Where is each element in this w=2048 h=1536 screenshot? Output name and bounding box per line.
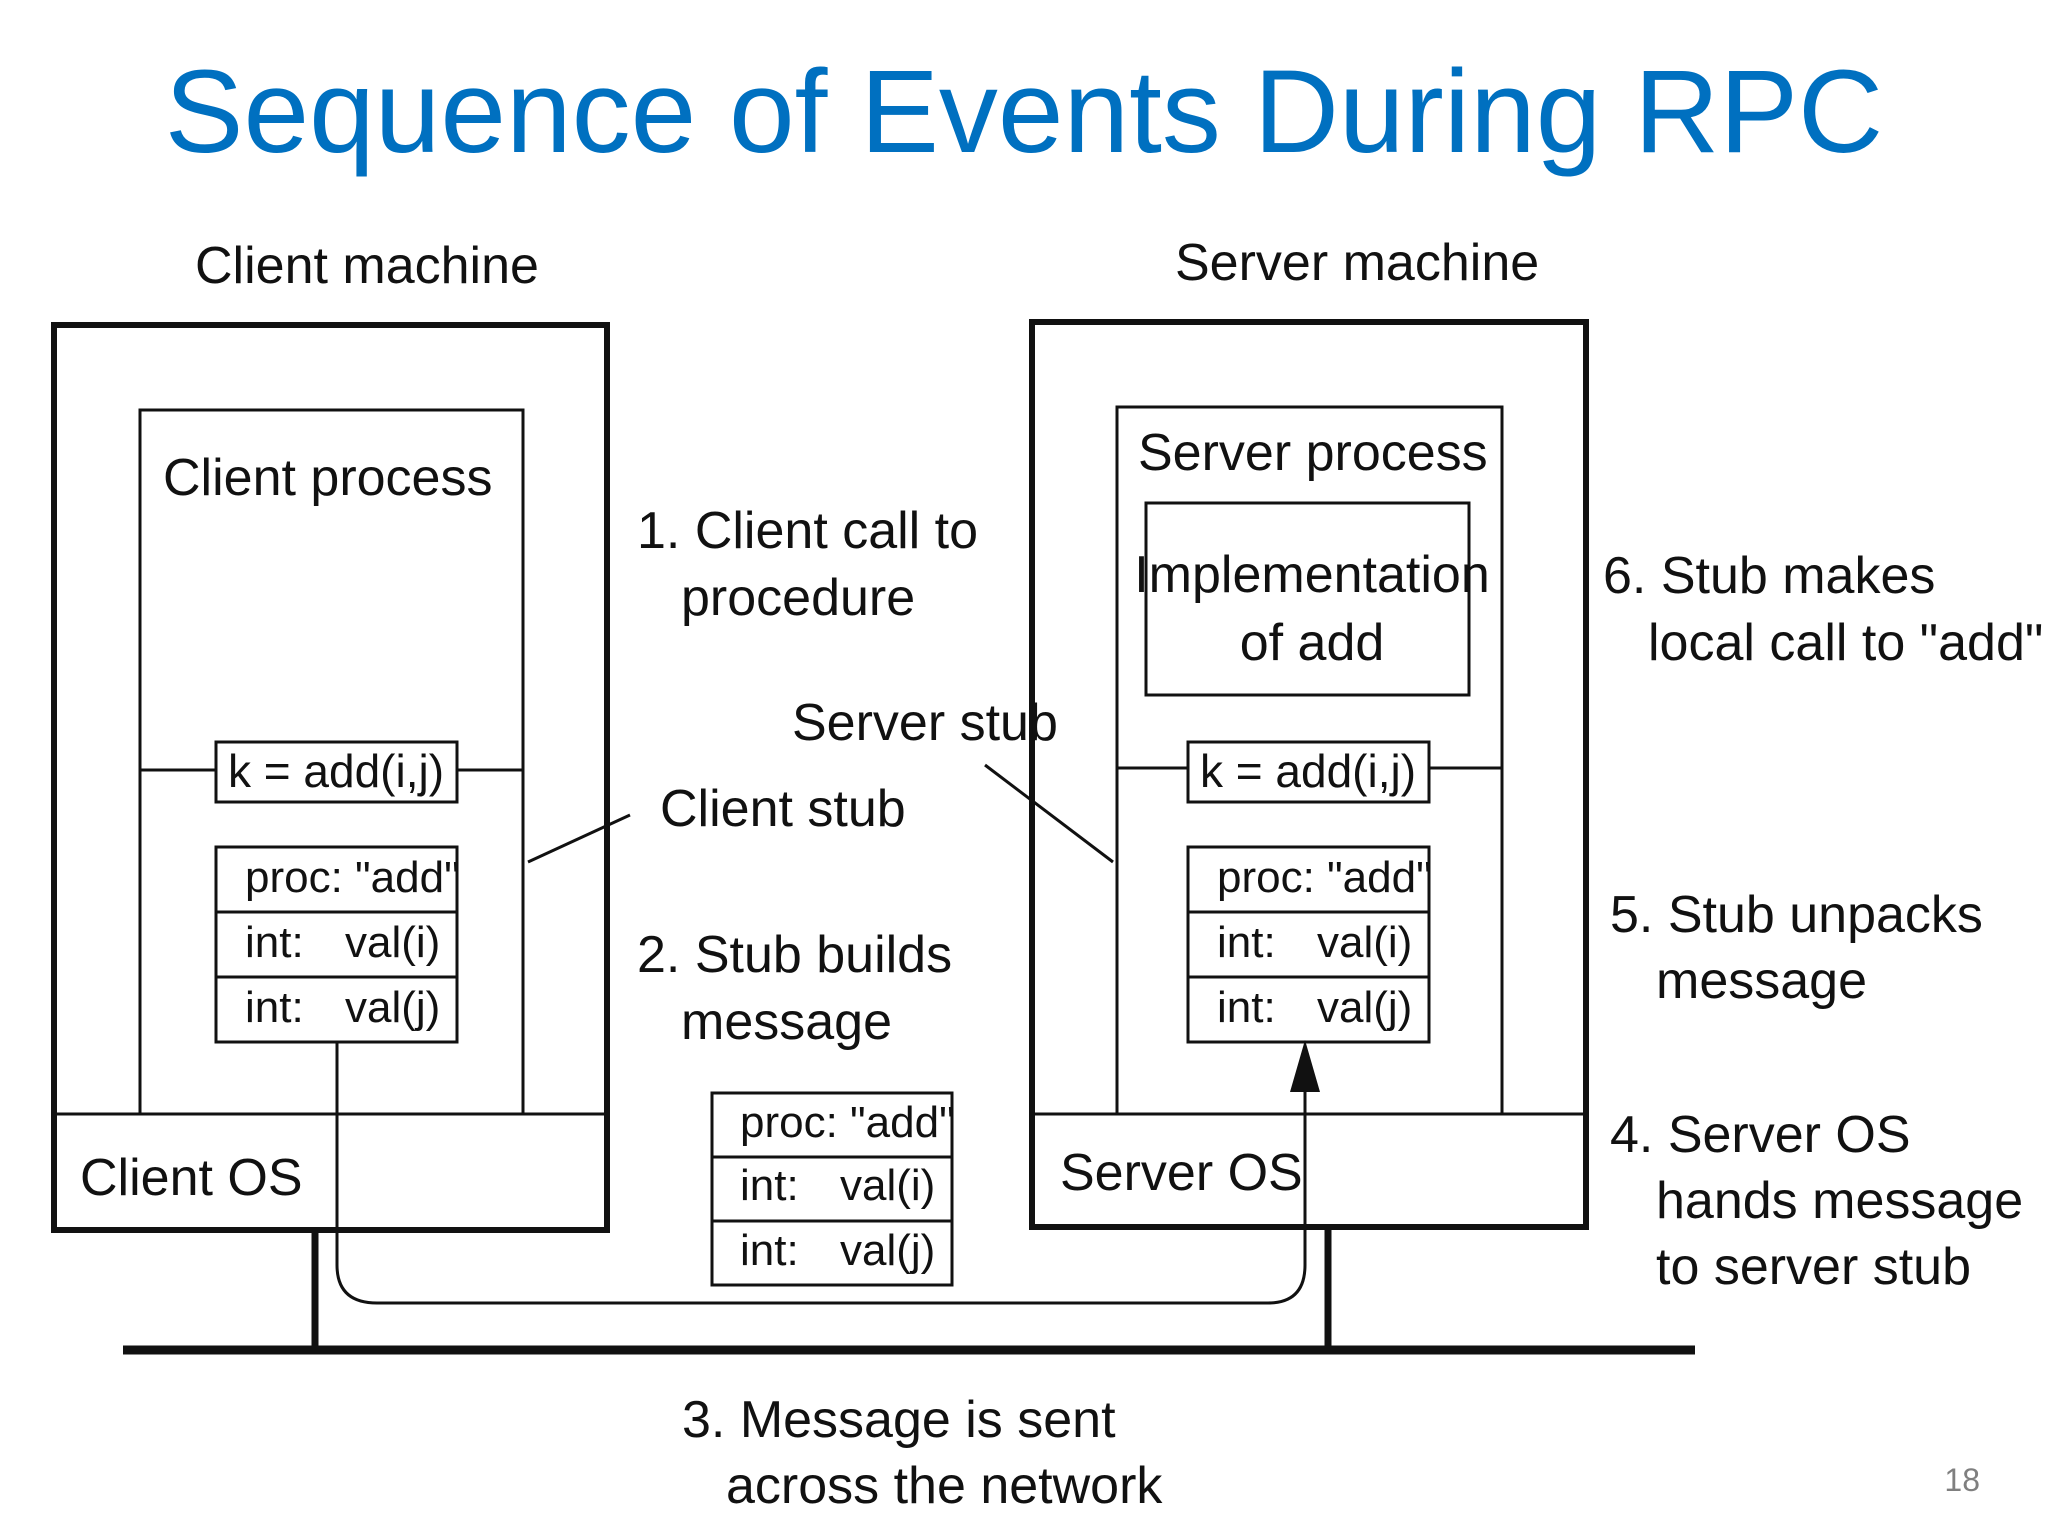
step5-line1: 5. Stub unpacks — [1610, 886, 1983, 944]
server-msg-val2: val(j) — [1317, 983, 1412, 1032]
step2-line2: message — [681, 993, 892, 1051]
server-msg-int2: int: — [1217, 983, 1276, 1032]
net-msg-proc: proc: "add" — [740, 1098, 955, 1147]
client-msg-proc: proc: "add" — [245, 853, 460, 902]
message-path — [335, 1042, 1307, 1305]
step1-line1: 1. Client call to — [637, 502, 978, 560]
net-msg-int2: int: — [740, 1226, 799, 1275]
server-call-text: k = add(i,j) — [1200, 745, 1416, 797]
client-msg-int1: int: — [245, 918, 304, 967]
net-msg-int1: int: — [740, 1161, 799, 1210]
step4-line2: hands message — [1656, 1172, 2023, 1230]
client-msg-val2: val(j) — [345, 983, 440, 1032]
server-msg-val1: val(i) — [1317, 918, 1412, 967]
net-msg-val2: val(j) — [840, 1226, 935, 1275]
client-os-label: Client OS — [80, 1149, 303, 1207]
server-machine-label: Server machine — [1175, 234, 1539, 292]
server-stub-label: Server stub — [792, 694, 1058, 752]
network-message-box: proc: "add" int: val(i) int: val(j) — [710, 1091, 955, 1287]
client-msg-val1: val(i) — [345, 918, 440, 967]
client-msg-int2: int: — [245, 983, 304, 1032]
client-machine-box — [51, 322, 610, 1233]
server-process-label: Server process — [1138, 424, 1488, 482]
implementation-line2: of add — [1240, 614, 1385, 672]
client-stub-pointer — [527, 813, 631, 864]
step5-line2: message — [1656, 952, 1867, 1010]
server-os-label: Server OS — [1060, 1144, 1303, 1202]
step1-line2: procedure — [681, 569, 915, 627]
step4-line3: to server stub — [1656, 1238, 1971, 1296]
step3-line1: 3. Message is sent — [682, 1391, 1116, 1449]
client-stub-label: Client stub — [660, 780, 906, 838]
client-machine-label: Client machine — [195, 237, 539, 295]
message-arrowhead — [1290, 1040, 1320, 1092]
client-process-label: Client process — [163, 449, 492, 507]
server-message-box: proc: "add" int: val(i) int: val(j) — [1186, 845, 1432, 1044]
step6-line1: 6. Stub makes — [1603, 547, 1935, 605]
step6-line2: local call to "add" — [1648, 614, 2043, 672]
client-message-box: proc: "add" int: val(i) int: val(j) — [214, 845, 460, 1044]
server-msg-proc: proc: "add" — [1217, 853, 1432, 902]
slide-title: Sequence of Events During RPC — [164, 46, 1884, 178]
server-call-box — [1186, 740, 1431, 804]
step2-line1: 2. Stub builds — [637, 926, 952, 984]
client-call-box — [214, 740, 459, 804]
server-machine-box — [1029, 319, 1589, 1230]
implementation-line1: Implementation — [1134, 546, 1490, 604]
server-stub-pointer — [984, 763, 1114, 864]
net-msg-val1: val(i) — [840, 1161, 935, 1210]
page-number: 18 — [1944, 1462, 1980, 1498]
server-msg-int1: int: — [1217, 918, 1276, 967]
step4-line1: 4. Server OS — [1610, 1106, 1911, 1164]
step3-line2: across the network — [726, 1457, 1163, 1515]
implementation-box — [1144, 501, 1471, 697]
client-call-text: k = add(i,j) — [228, 745, 444, 797]
